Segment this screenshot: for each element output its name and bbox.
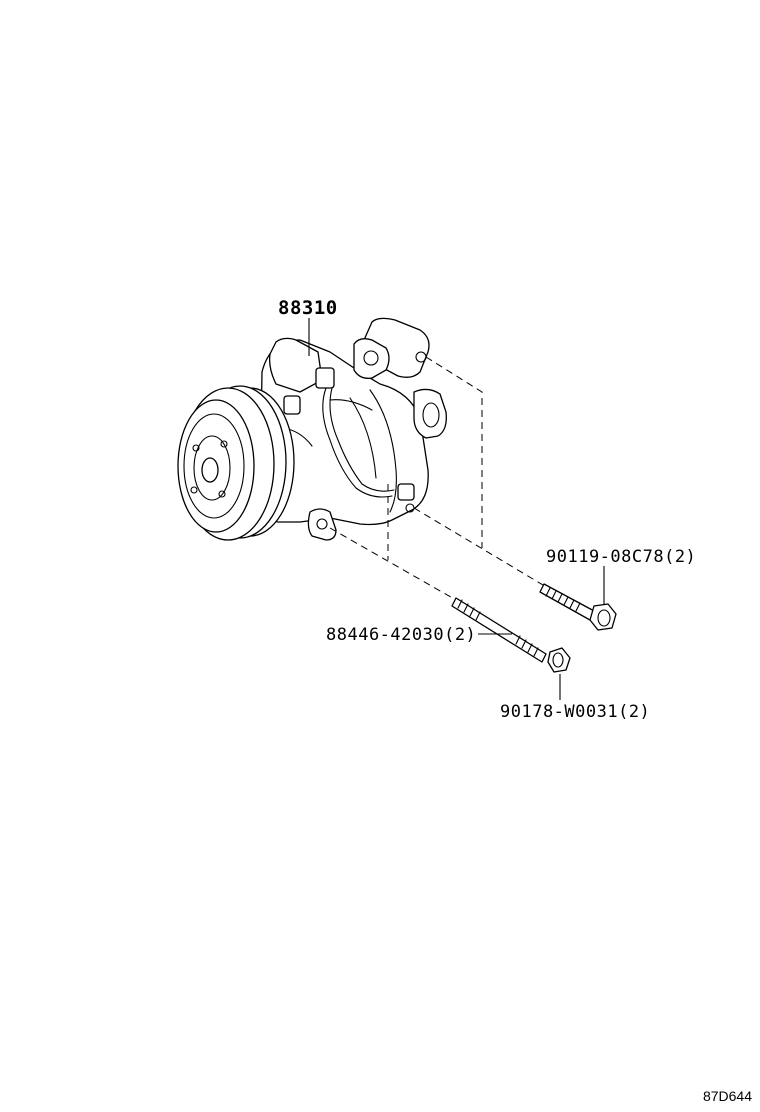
assembly-lines [329, 356, 549, 601]
bolt-drawing[interactable] [539, 583, 617, 631]
diagram-reference-code: 87D644 [702, 1088, 752, 1104]
stud-drawing[interactable] [451, 597, 547, 663]
compressor-drawing[interactable] [177, 317, 447, 541]
callout-bolt[interactable]: 90119-08C78(2) [546, 547, 696, 567]
callout-nut[interactable]: 90178-W0031(2) [500, 702, 650, 722]
nut-drawing[interactable] [547, 647, 571, 673]
callout-compressor[interactable]: 88310 [278, 297, 338, 319]
leader-lines [308, 318, 605, 700]
callout-stud[interactable]: 88446-42030(2) [326, 625, 476, 645]
